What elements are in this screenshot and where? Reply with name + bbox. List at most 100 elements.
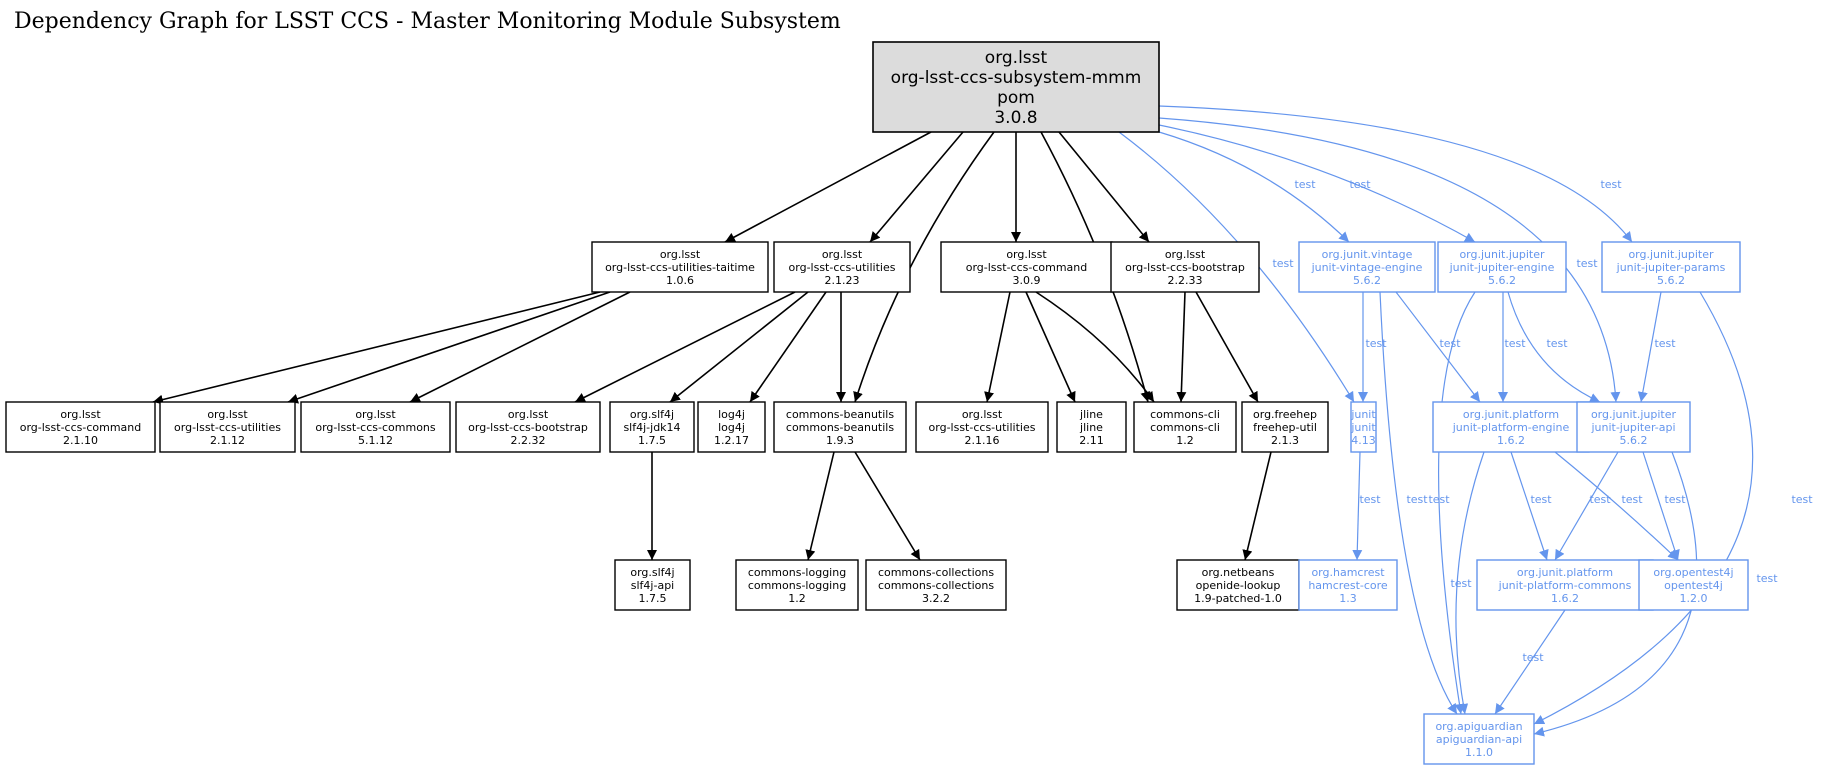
node-label-line: org.junit.platform (1463, 408, 1559, 421)
node-label-line: org-lsst-ccs-command (20, 421, 142, 434)
node-jupiterengine[interactable]: org.junit.jupiterjunit-jupiter-engine5.6… (1437, 241, 1567, 293)
node-label-line: commons-collections (878, 579, 994, 592)
node-box (5, 401, 156, 453)
node-label-line: junit-jupiter-engine (1449, 261, 1555, 274)
node-label-line: 3.0.8 (994, 108, 1037, 128)
edge-platformengine-to-apiguardian (1455, 451, 1485, 715)
node-label-line: 2.1.3 (1271, 434, 1299, 447)
node-box (1576, 401, 1691, 453)
node-label-line: commons-cli (1150, 408, 1220, 421)
edge-jupiterengine-to-jupiterapi (1507, 291, 1601, 403)
node-label-line: org.junit.jupiter (1628, 248, 1714, 261)
edge-bootstrap2233-to-commonscli (1176, 291, 1187, 403)
node-label-line: commons-logging (748, 579, 846, 592)
edge-root-to-beanutils (853, 131, 995, 403)
node-vintage[interactable]: org.junit.vintagejunit-vintage-engine5.6… (1298, 241, 1436, 293)
node-platformcommons[interactable]: org.junit.platformjunit-platform-commons… (1476, 559, 1654, 611)
node-label-line: junit (1350, 421, 1376, 434)
node-jupiterparams[interactable]: org.junit.jupiterjunit-jupiter-params5.6… (1601, 241, 1741, 293)
edge-platformcommons-to-apiguardian (1494, 609, 1566, 715)
node-label-line: commons-beanutils (786, 421, 894, 434)
node-label-line: org.junit.jupiter (1459, 248, 1545, 261)
node-label-line: org.lsst (355, 408, 396, 421)
edge-label: test (1359, 493, 1381, 506)
node-box (1298, 559, 1398, 611)
edge-freehep-to-openide (1242, 451, 1272, 561)
node-box (940, 241, 1113, 293)
edge-label: test (1365, 337, 1387, 350)
node-box (865, 559, 1007, 611)
graph-title: Dependency Graph for LSST CCS - Master M… (14, 9, 841, 34)
node-taitime[interactable]: org.lsstorg-lsst-ccs-utilities-taitime1.… (591, 241, 769, 293)
node-label-line: junit-platform-engine (1452, 421, 1570, 434)
node-root[interactable]: org.lsstorg-lsst-ccs-subsystem-mmmpom3.0… (872, 41, 1160, 133)
node-label-line: org.lsst (60, 408, 101, 421)
node-label-line: 1.2 (1176, 434, 1194, 447)
node-label-line: 5.1.12 (358, 434, 393, 447)
edge-label: test (1664, 493, 1686, 506)
node-label-line: 1.2.0 (1680, 592, 1708, 605)
node-label-line: org-lsst-ccs-bootstrap (468, 421, 588, 434)
node-box (300, 401, 451, 453)
edge-label: test (1428, 493, 1450, 506)
node-label-line: 2.1.16 (965, 434, 1000, 447)
node-label-line: org-lsst-ccs-commons (315, 421, 436, 434)
node-openide[interactable]: org.netbeansopenide-lookup1.9-patched-1.… (1176, 559, 1300, 611)
node-label-line: org-lsst-ccs-subsystem-mmm (891, 68, 1142, 88)
node-label-line: slf4j-jdk14 (623, 421, 680, 434)
edge-jupiterapi-to-platformcommons (1554, 451, 1619, 561)
node-box (915, 401, 1049, 453)
node-label-line: org-lsst-ccs-utilities-taitime (605, 261, 755, 274)
edge-label: test (1439, 337, 1461, 350)
node-box (1601, 241, 1741, 293)
node-label-line: 1.6.2 (1497, 434, 1525, 447)
node-collections[interactable]: commons-collectionscommons-collections3.… (865, 559, 1007, 611)
node-box (609, 401, 695, 453)
node-box (1133, 401, 1237, 453)
node-label-line: org.opentest4j (1653, 566, 1733, 579)
edge-beanutils-to-collections (854, 451, 921, 561)
node-label-line: org.lsst (1006, 248, 1047, 261)
node-label-line: junit-platform-commons (1498, 579, 1632, 592)
edge-root-to-jupiterengine (1158, 124, 1476, 243)
edge-jupiterparams-to-apiguardian (1533, 291, 1754, 725)
node-label-line: org-lsst-ccs-utilities (929, 421, 1036, 434)
node-platformengine[interactable]: org.junit.platformjunit-platform-engine1… (1432, 401, 1590, 453)
node-label-line: jline (1079, 408, 1103, 421)
nodes-layer: org.lsstorg-lsst-ccs-subsystem-mmmpom3.0… (5, 41, 1749, 765)
edge-bootstrap2233-to-freehep (1195, 291, 1259, 403)
node-label-line: 1.3 (1339, 592, 1357, 605)
edge-label: test (1654, 337, 1676, 350)
edge-taitime-to-command2110 (152, 291, 601, 405)
node-label-line: junit (1350, 408, 1376, 421)
node-label-line: org.junit.platform (1517, 566, 1613, 579)
node-label-line: org.lsst (660, 248, 701, 261)
node-label-line: 1.0.6 (666, 274, 694, 287)
edge-vintage-to-platformengine (1395, 291, 1481, 403)
node-label-line: org.junit.vintage (1322, 248, 1413, 261)
node-label-line: org.slf4j (630, 566, 674, 579)
edge-label: test (1576, 257, 1598, 270)
